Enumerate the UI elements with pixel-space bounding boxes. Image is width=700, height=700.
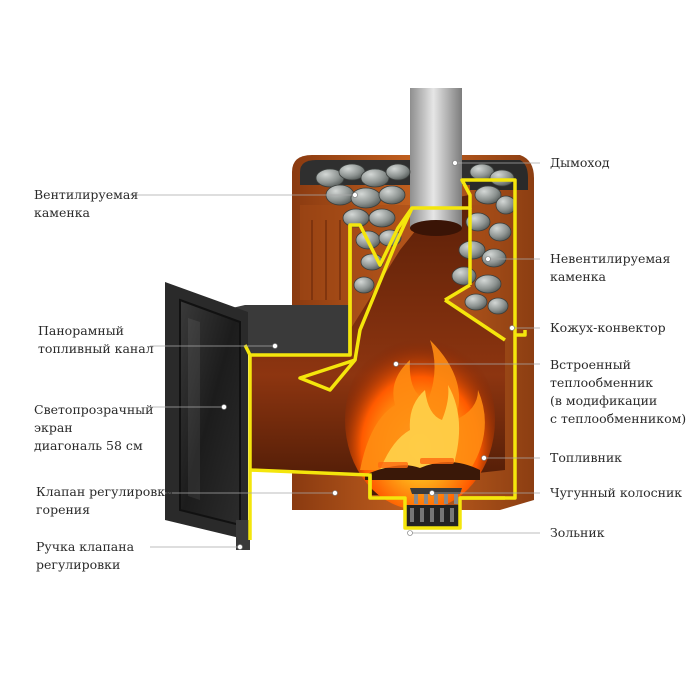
label-combustion-valve: Клапан регулировки горения: [36, 484, 174, 517]
ventilated-stones-pile: [315, 163, 411, 294]
leader-dots: [221, 160, 515, 550]
grate-and-ashpan: [405, 488, 462, 527]
label-convector-shell: Кожух-конвектор: [550, 320, 666, 335]
label-grate: Чугунный колосник: [550, 485, 683, 500]
label-panoramic-channel: Панорамный топливный канал: [38, 323, 154, 356]
label-heat-exchanger: Встроенный теплообменник (в модификации …: [550, 357, 687, 426]
label-chimney: Дымоход: [550, 155, 610, 170]
label-glass-screen: Светопрозрачный экран диагональ 58 см: [34, 402, 154, 453]
label-valve-handle: Ручка клапана регулировки: [36, 539, 135, 572]
non-ventilated-stones-pile: [451, 163, 517, 315]
label-ash-pan: Зольник: [550, 525, 605, 540]
chimney-pipe: [410, 88, 462, 236]
leader-lines: [130, 162, 540, 548]
label-firebox: Топливник: [550, 450, 622, 465]
front-door: [165, 282, 250, 550]
fire-flames: [345, 330, 495, 510]
label-ventilated-stones: Вентилируемая каменка: [34, 187, 139, 220]
label-non-ventilated-stones: Невентилируемая каменка: [550, 251, 671, 284]
